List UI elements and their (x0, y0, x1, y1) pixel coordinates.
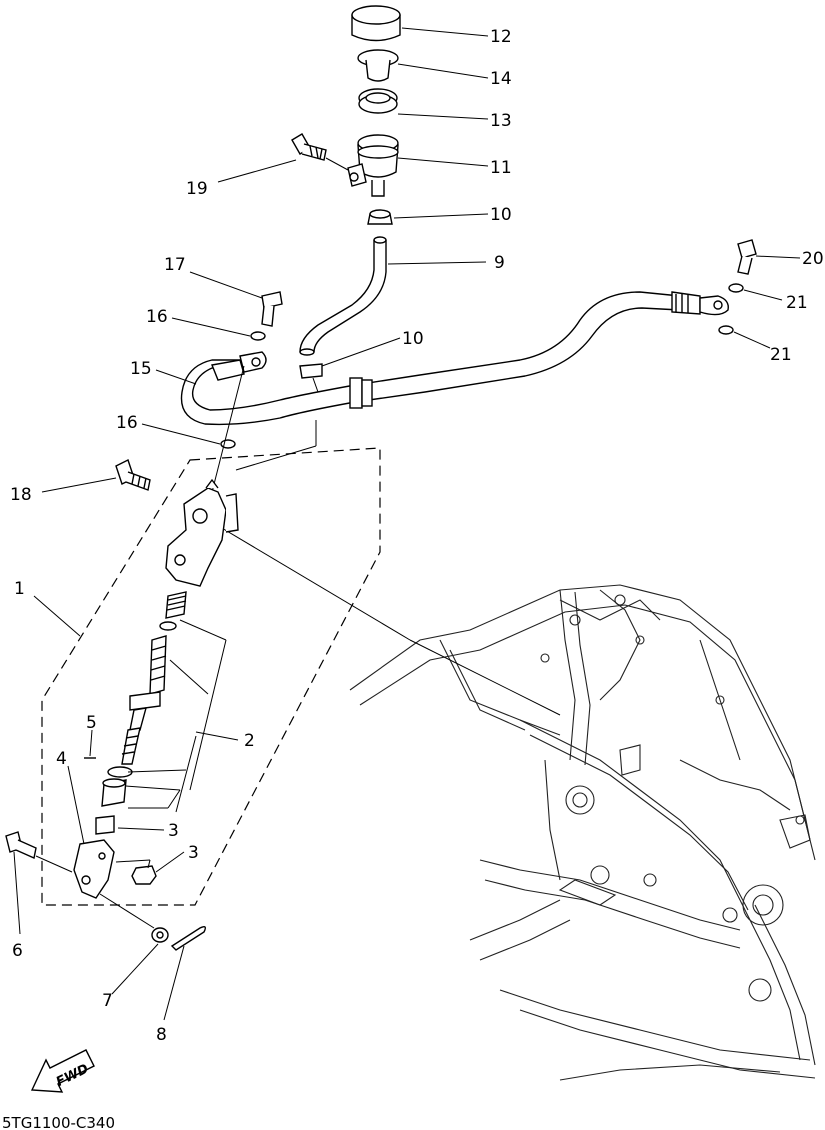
part-9-breather-hose (299, 236, 387, 356)
diagram-code: 5TG1100-C340 (2, 1114, 115, 1130)
master-cylinder-body (165, 478, 239, 587)
callout-16-upper: 16 (146, 307, 168, 327)
part-4-brake-rod-clevis (73, 839, 115, 899)
callout-12: 12 (490, 27, 512, 47)
callout-21-lower: 21 (770, 345, 792, 365)
part-12-reservoir-cap (351, 5, 401, 42)
callout-15: 15 (130, 359, 152, 379)
part-18-mounting-bolt (115, 459, 151, 491)
mount-leader-line (204, 517, 411, 641)
part-17-union-bolt (261, 291, 283, 327)
callout-19: 19 (186, 179, 208, 199)
part-19-bolt (291, 133, 327, 161)
callout-11: 11 (490, 158, 512, 178)
part-14-diaphragm (357, 49, 399, 82)
part-16-copper-washer-upper (250, 331, 266, 341)
callout-7: 7 (102, 991, 113, 1011)
part-7-plain-washer (151, 927, 169, 943)
part-11-reservoir-tank (347, 134, 399, 197)
callout-1: 1 (14, 579, 25, 599)
part-3-lock-nut (131, 865, 157, 885)
motorcycle-frame (349, 584, 816, 1081)
assembly-outline-dashed (41, 447, 381, 906)
part-15-brake-hose (180, 291, 729, 426)
callout-13: 13 (490, 111, 512, 131)
callout-leaders (13, 27, 801, 1021)
callout-8: 8 (156, 1025, 167, 1045)
callout-16-lower: 16 (116, 413, 138, 433)
callout-6: 6 (12, 941, 23, 961)
callout-14: 14 (490, 69, 512, 89)
callout-3-nut: 3 (168, 821, 179, 841)
part-21-copper-washer-a (728, 283, 744, 293)
callout-4: 4 (56, 749, 67, 769)
part-10-hose-clamp-upper (367, 209, 393, 225)
fwd-arrow-icon: FWD (30, 1049, 95, 1093)
callout-3-lock-nut: 3 (188, 843, 199, 863)
callout-18: 18 (10, 485, 32, 505)
part-13-plate (358, 88, 398, 114)
callout-10-upper: 10 (490, 205, 512, 225)
part-10-hose-clamp-lower (299, 363, 323, 379)
callout-21-upper: 21 (786, 293, 808, 313)
callout-5: 5 (86, 713, 97, 733)
frame-mount-line (409, 639, 561, 716)
part-20-union-bolt (737, 239, 757, 275)
callout-10-lower: 10 (402, 329, 424, 349)
callout-20: 20 (802, 249, 824, 269)
callout-17: 17 (164, 255, 186, 275)
callout-2: 2 (244, 731, 255, 751)
part-8-cotter-pin (170, 925, 207, 951)
part-6-pivot-bolt (5, 831, 37, 859)
part-2-master-cylinder-kit (95, 591, 187, 835)
callout-9: 9 (494, 253, 505, 273)
part-21-copper-washer-b (718, 325, 734, 335)
